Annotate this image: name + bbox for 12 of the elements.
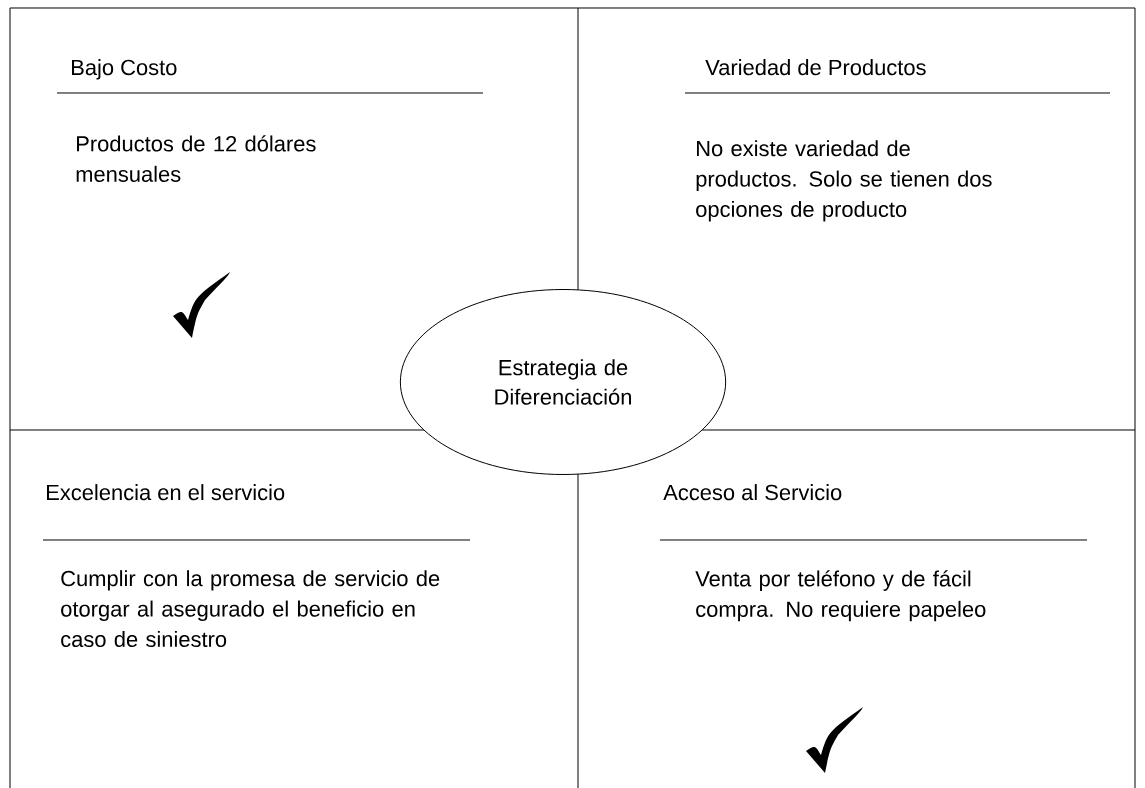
heading: Acceso al Servicio xyxy=(663,484,842,501)
quadrant xyxy=(659,484,1088,622)
quadrant xyxy=(684,59,1111,222)
heading: Bajo Costo xyxy=(72,59,177,80)
heading: Variedad de Productos xyxy=(705,59,926,76)
body-text: No existe variedad de productos. Solo se tienen dos opciones de producto xyxy=(696,140,992,222)
heading: Excelencia en el servicio xyxy=(47,484,285,501)
body-text: Productos de 12 dólares mensuales xyxy=(76,135,316,182)
quadrant xyxy=(56,59,484,182)
quadrant xyxy=(42,484,471,648)
body-text: Cumplir con la promesa de servicio de otorgar al asegurado el beneficio en caso de siniestro xyxy=(61,570,440,648)
body-text: Venta por teléfono y de fácil compra. No requiere papeleo xyxy=(695,570,986,622)
